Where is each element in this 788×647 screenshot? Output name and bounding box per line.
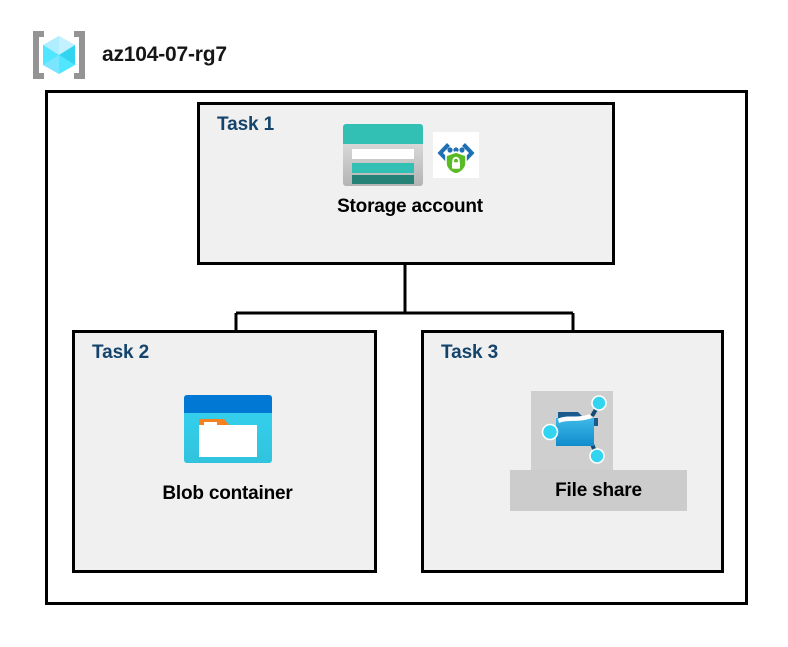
storage-account-node[interactable]: Storage account <box>300 122 520 218</box>
file-share-selection-plate-label <box>510 470 687 511</box>
file-share-icon <box>541 395 607 464</box>
storage-account-icon <box>343 124 423 186</box>
task-1-panel: Task 1 <box>197 102 615 265</box>
storage-account-label: Storage account <box>337 196 483 217</box>
resource-group-icon <box>33 31 85 79</box>
blob-container-node[interactable]: Blob container <box>125 393 330 505</box>
file-share-label: File share <box>555 479 642 501</box>
resource-group-header: az104-07-rg7 <box>30 26 227 84</box>
task-2-panel: Task 2 Blob container <box>72 330 377 573</box>
task-3-label: Task 3 <box>441 342 499 363</box>
blob-container-icon <box>183 395 272 463</box>
storage-account-icon-row <box>341 122 479 188</box>
task-2-label: Task 2 <box>92 342 150 363</box>
private-endpoint-shield-icon <box>433 132 479 178</box>
blob-container-label: Blob container <box>162 483 293 504</box>
task-1-label: Task 1 <box>217 114 275 135</box>
resource-group-title: az104-07-rg7 <box>102 43 227 66</box>
file-share-node[interactable] <box>534 392 612 470</box>
